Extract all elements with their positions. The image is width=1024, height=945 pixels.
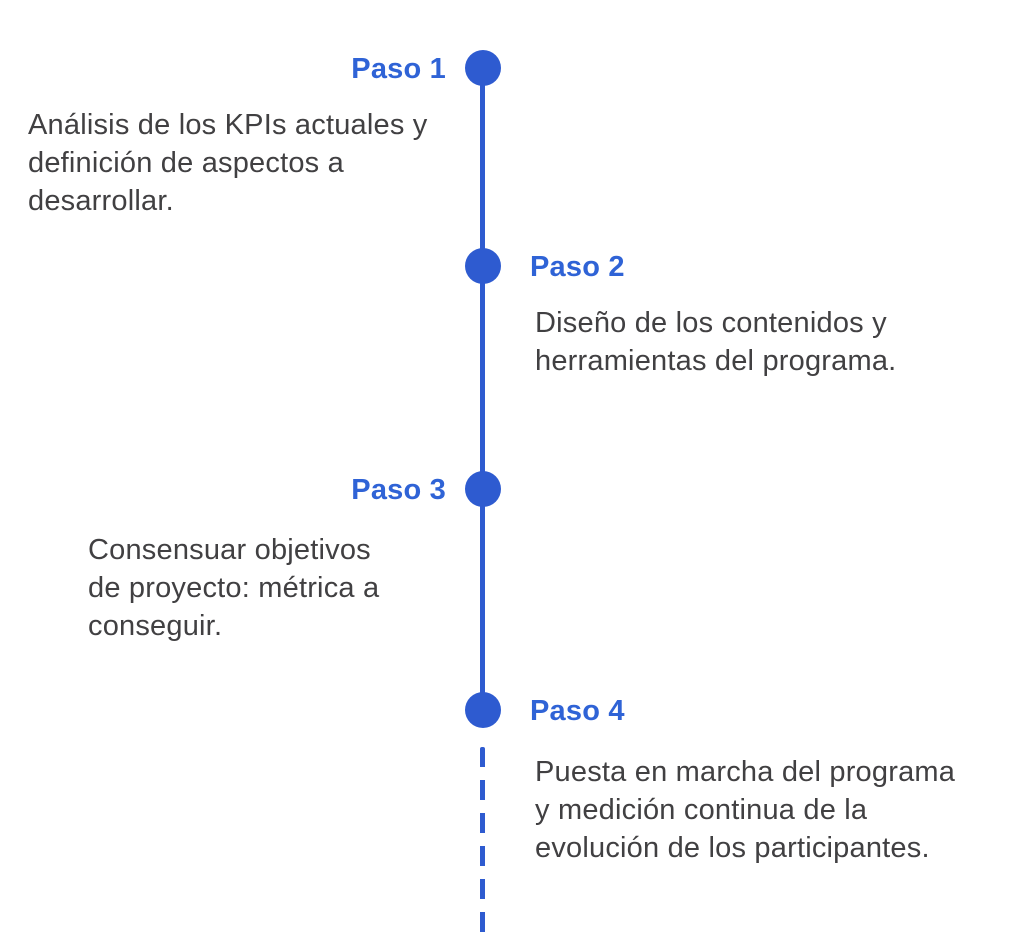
step-3-description: Consensuar objetivos de proyecto: métric… [88,531,379,645]
step-2-label: Paso 2 [530,251,625,283]
step-1-description: Análisis de los KPIs actuales y definici… [28,106,428,220]
description-line: Análisis de los KPIs actuales y [28,109,428,141]
description-line: Consensuar objetivos [88,534,371,566]
description-line: definición de aspectos a [28,147,344,179]
step-3-dot [465,471,501,507]
description-line: herramientas del programa. [535,345,897,377]
description-line: de proyecto: métrica a [88,572,380,604]
description-line: desarrollar. [28,185,174,217]
description-line: conseguir. [88,610,223,642]
description-line: y medición continua de la [535,794,868,826]
description-line: evolución de los participantes. [535,832,930,864]
step-2-dot [465,248,501,284]
step-4-dot [465,692,501,728]
timeline-dashed-line [480,747,485,936]
step-2-description: Diseño de los contenidos y herramientas … [535,304,896,380]
description-line: Puesta en marcha del programa [535,756,956,788]
step-1-dot [465,50,501,86]
step-1-label: Paso 1 [351,53,446,85]
step-4-label: Paso 4 [530,695,625,727]
step-3-label: Paso 3 [351,474,446,506]
timeline-solid-line [480,68,485,710]
step-4-description: Puesta en marcha del programa y medición… [535,753,955,867]
description-line: Diseño de los contenidos y [535,307,887,339]
